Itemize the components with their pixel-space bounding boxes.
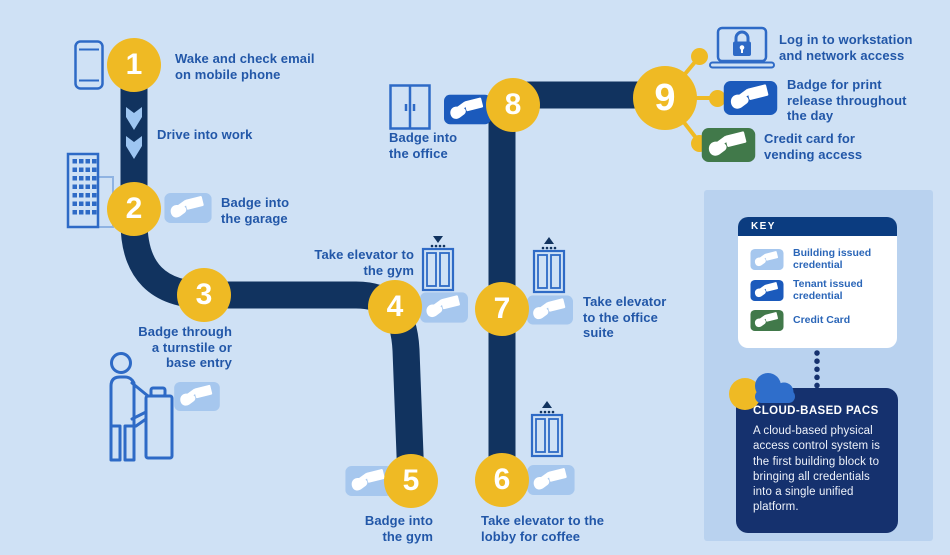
key-panel: KEY Building issued credential Tenant is… — [738, 217, 897, 348]
key-item-credit: Credit Card — [750, 310, 871, 331]
badge-credit-icon — [700, 128, 757, 162]
step-1-label: Wake and check email on mobile phone — [175, 51, 315, 82]
step-number: 9 — [654, 76, 676, 119]
building-icon — [66, 152, 114, 229]
step-circle-7: 7 — [475, 282, 529, 336]
badge-building-icon — [527, 465, 575, 495]
step-circle-5: 5 — [384, 454, 438, 508]
badge-credit-icon — [750, 310, 784, 331]
step-number: 7 — [493, 292, 511, 325]
step-circle-4: 4 — [368, 280, 422, 334]
down-arrow-icon — [126, 107, 142, 130]
step-7-label: Take elevator to the office suite — [583, 294, 667, 340]
step-circle-3: 3 — [177, 268, 231, 322]
badge-building-icon — [174, 382, 220, 411]
step-number: 6 — [493, 463, 511, 496]
key-title: KEY — [751, 221, 776, 232]
step-6-label: Take elevator to the lobby for coffee — [481, 513, 605, 544]
key-header: KEY — [738, 217, 897, 236]
step-4-label: Take elevator to the gym — [314, 247, 414, 278]
step-circle-6: 6 — [475, 453, 529, 507]
badge-building-icon — [420, 292, 468, 323]
badge-tenant-icon — [722, 81, 779, 115]
step-number: 2 — [125, 192, 143, 225]
badge-building-icon — [527, 294, 573, 326]
laptop-lock-icon — [709, 26, 775, 69]
step-number: 4 — [386, 290, 404, 323]
step-circle-9: 9 — [633, 66, 697, 130]
badge-tenant-icon — [750, 280, 784, 301]
drive-label: Drive into work — [157, 127, 253, 142]
journey-path-2 — [488, 81, 666, 481]
badge-building-icon — [750, 249, 784, 270]
door-icon — [389, 84, 431, 130]
cloud-panel-body: A cloud-based physical access control sy… — [753, 425, 881, 514]
key-item-tenant: Tenant issued credential — [750, 278, 871, 302]
elevator-up-icon — [532, 237, 566, 294]
step-9-vending-label: Credit card for vending access — [764, 131, 863, 162]
step-5-label: Badge into the gym — [364, 513, 433, 544]
phone-icon — [74, 40, 104, 90]
step-circle-1: 1 — [107, 38, 161, 92]
cloud-panel-title: CLOUD-BASED PACS — [753, 405, 879, 417]
step-circle-8: 8 — [486, 78, 540, 132]
lock-shackle — [734, 30, 750, 42]
cloud-panel: CLOUD-BASED PACS A cloud-based physical … — [736, 388, 898, 533]
cloud-sun-circle — [729, 378, 761, 410]
step-9-print-label: Badge for print release throughout the d… — [787, 77, 907, 123]
step-circle-2: 2 — [107, 182, 161, 236]
key-item-building: Building issued credential — [750, 247, 871, 271]
turnstile-icon — [109, 352, 174, 462]
elevator-up-icon — [530, 401, 564, 458]
badge-building-icon — [164, 193, 212, 223]
step-number: 3 — [195, 278, 213, 311]
step-number: 5 — [402, 464, 420, 497]
elevator-down-icon — [421, 236, 455, 292]
step-number: 1 — [125, 48, 143, 81]
step-2-label: Badge into the garage — [221, 195, 290, 226]
step-number: 8 — [504, 88, 522, 121]
connector-dot — [709, 90, 726, 107]
cloud-icon — [729, 373, 795, 410]
connector-dot — [691, 48, 708, 65]
building-windows — [72, 159, 97, 215]
step-3-label: Badge through a turnstile or base entry — [138, 324, 232, 370]
step-9-workstation-label: Log in to workstation and network access — [779, 32, 913, 63]
badge-tenant-icon — [444, 93, 491, 126]
step-8-label: Badge into the office — [389, 130, 458, 161]
down-arrow-icon — [126, 136, 142, 159]
key-items: Building issued credential Tenant issued… — [750, 247, 871, 331]
